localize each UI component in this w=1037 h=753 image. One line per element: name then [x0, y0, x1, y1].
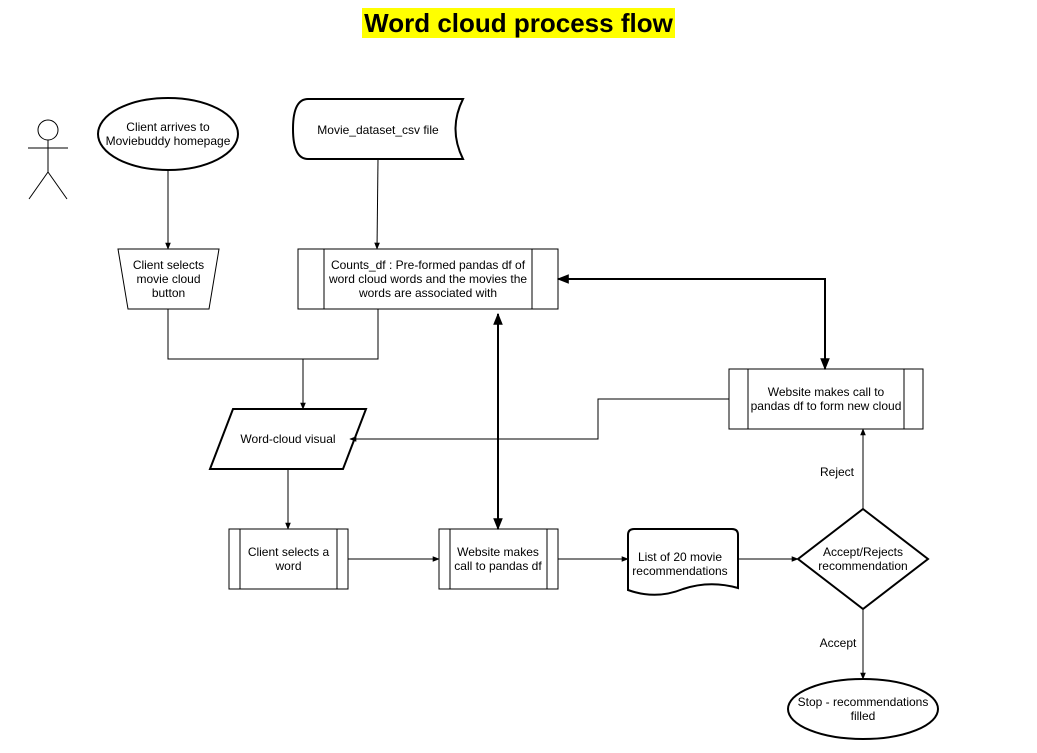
new-cloud-label: Website makes call to pandas df to form …	[750, 385, 902, 413]
client-selects-word-shape	[228, 528, 349, 590]
dataset-file-label: Movie_dataset_csv file	[317, 123, 439, 137]
client-selects-word-label: Client selects a word	[247, 545, 330, 573]
client-selects-button-label: Client selects movie cloud button	[132, 258, 205, 300]
accept-label: Accept	[819, 636, 857, 650]
word-cloud-visual-shape	[208, 408, 368, 470]
edge-counts-to-visual	[303, 309, 379, 360]
counts-df-label: Counts_df : Pre-formed pandas df of word…	[328, 258, 528, 300]
decision-label: Accept/Rejects recommendation	[818, 545, 908, 573]
edge-button-to-visual	[167, 309, 306, 410]
actor-icon	[28, 119, 68, 200]
title-container: Word cloud process flow	[0, 8, 1037, 38]
edge-file-to-counts	[374, 158, 380, 250]
reject-label: Reject	[819, 465, 854, 479]
movie-list-shape	[627, 528, 739, 596]
dataset-file-shape	[291, 98, 465, 160]
new-cloud-shape	[728, 368, 924, 430]
movie-list-label: List of 20 movie recommendations	[632, 550, 728, 578]
client-selects-button-shape	[117, 248, 220, 310]
stop-label: Stop - recommendations filled	[797, 695, 929, 723]
website-call-label: Website makes call to pandas df	[454, 545, 542, 573]
edge-newcloud-to-visual	[349, 398, 729, 442]
client-arrives-label: Client arrives to Moviebuddy homepage	[105, 120, 231, 148]
counts-df-shape	[297, 248, 559, 310]
edge-counts-newcloud-bidirectional	[556, 274, 830, 371]
diagram-title: Word cloud process flow	[362, 8, 675, 38]
word-cloud-visual-label: Word-cloud visual	[240, 432, 336, 446]
